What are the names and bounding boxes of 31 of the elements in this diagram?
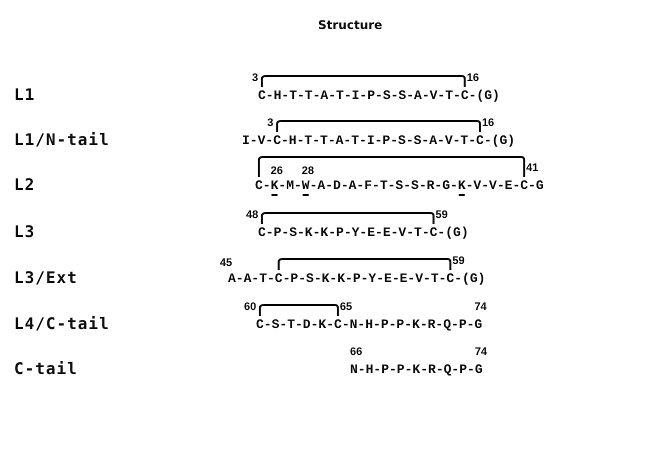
peptide-sequence: C-K-M-W-A-D-A-F-T-S-S-R-G-K-V-V-E-C-G — [255, 178, 544, 193]
residue-number: 41 — [526, 162, 538, 174]
row-name: L3 — [14, 222, 36, 241]
peptide-sequence: C-S-T-D-K-C-N-H-P-P-K-R-Q-P-G — [256, 317, 482, 332]
row-name: L1/N-tail — [14, 130, 110, 149]
residue-number: 16 — [482, 117, 494, 129]
residue-number: 59 — [452, 255, 465, 267]
residue-number: 60 — [244, 301, 256, 313]
residue-number: 3 — [267, 117, 274, 129]
residue-number: 59 — [436, 209, 448, 221]
row-name: L2 — [14, 175, 36, 194]
residue-number: 3 — [252, 72, 258, 84]
peptide-sequence: N-H-P-P-K-R-Q-P-G — [350, 362, 483, 377]
residue-number: 26 — [270, 165, 283, 177]
row-name: L4/C-tail — [14, 314, 110, 333]
row-name: C-tail — [14, 359, 78, 378]
peptide-sequence: I-V-C-H-T-T-A-T-I-P-S-S-A-V-T-C-(G) — [242, 133, 516, 148]
peptide-sequence: A-A-T-C-P-S-K-K-P-Y-E-E-V-T-C-(G) — [228, 271, 486, 286]
peptide-sequence: C-H-T-T-A-T-I-P-S-S-A-V-T-C-(G) — [258, 88, 500, 103]
residue-number: 48 — [246, 209, 258, 221]
column-heading: Structure — [318, 18, 382, 32]
residue-number: 28 — [302, 165, 314, 177]
residue-number: 66 — [350, 346, 362, 358]
row-name: L3/Ext — [14, 268, 78, 287]
residue-number: 74 — [474, 301, 487, 313]
row-name: L1 — [14, 85, 36, 104]
peptide-sequence: C-P-S-K-K-P-Y-E-E-V-T-C-(G) — [258, 225, 469, 240]
residue-number: 45 — [220, 257, 232, 269]
residue-number: 65 — [340, 301, 352, 313]
residue-number: 74 — [474, 346, 488, 358]
residue-number: 16 — [466, 72, 479, 84]
